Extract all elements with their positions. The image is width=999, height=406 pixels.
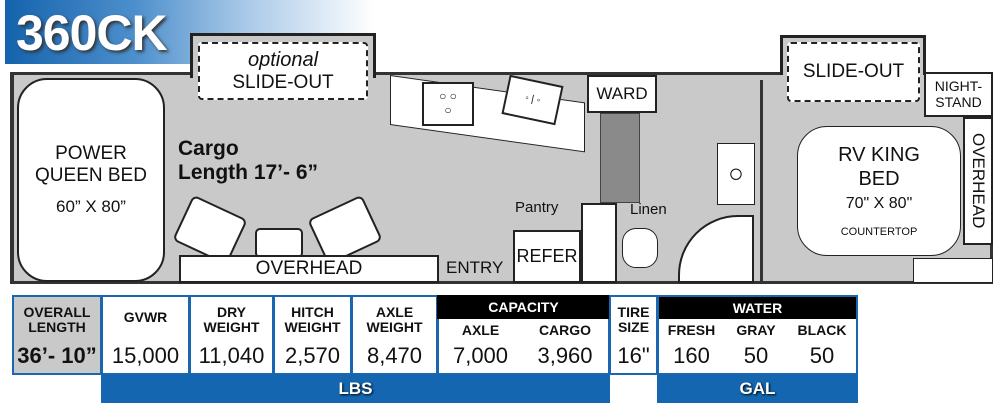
tire-size-cell: TIRE SIZE 16" — [609, 295, 658, 375]
dry-weight-cell: DRY WEIGHT 11,040 — [189, 295, 274, 375]
hitch-weight-value: 2,570 — [284, 343, 341, 368]
capacity-cargo-value: 3,960 — [537, 343, 593, 368]
wardrobe: WARD — [587, 75, 657, 113]
black-label: BLACK — [797, 322, 847, 338]
stove-icon: ○ ○○ — [422, 82, 474, 126]
tire-size-value: 16" — [617, 343, 650, 368]
gvwr-cell: GVWR 15,000 — [101, 295, 190, 375]
bath-sink-icon: ○ — [717, 143, 755, 205]
water-header: WATER — [657, 295, 858, 319]
gvwr-label: GVWR — [123, 309, 168, 326]
lbs-unit-bar: LBS — [101, 375, 610, 403]
black-value: 50 — [809, 343, 835, 368]
countertop — [913, 258, 993, 283]
power-queen-bed: POWER QUEEN BED 60” X 80” — [17, 78, 165, 282]
dry-weight-label: DRY WEIGHT — [203, 304, 260, 335]
gvwr-value: 15,000 — [111, 343, 180, 368]
fresh-label: FRESH — [667, 322, 716, 338]
optional-label: optional — [247, 48, 319, 71]
rv-king-bed: RV KING BED 70" X 80" COUNTERTOP — [797, 126, 961, 256]
overhead-rear-label: OVERHEAD — [968, 133, 988, 229]
fresh-water-cell: FRESH 160 — [657, 319, 725, 375]
capacity-axle-cell: AXLE 7,000 — [437, 319, 523, 375]
capacity-cargo-cell: CARGO 3,960 — [522, 319, 610, 375]
gal-unit-bar: GAL — [657, 375, 858, 403]
refrigerator: REFER — [513, 230, 581, 283]
bedroom-wall — [760, 80, 763, 283]
overall-length-label: OVERALL LENGTH — [23, 304, 91, 335]
overhead-front: OVERHEAD — [179, 255, 439, 283]
fresh-value: 160 — [673, 343, 710, 368]
slide-out-rear: SLIDE-OUT — [787, 42, 920, 102]
capacity-cargo-label: CARGO — [538, 322, 592, 338]
model-title: 360CK — [16, 5, 168, 61]
king-bed-label: RV KING BED — [838, 144, 920, 191]
cargo-length: Cargo Length 17’- 6” — [178, 137, 318, 185]
slide-out-label: SLIDE-OUT — [232, 71, 334, 93]
overhead-rear: OVERHEAD — [963, 117, 993, 245]
capacity-axle-value: 7,000 — [452, 343, 509, 368]
pantry-linen-cabinet — [581, 203, 617, 283]
black-water-cell: BLACK 50 — [788, 319, 858, 375]
axle-weight-cell: AXLE WEIGHT 8,470 — [351, 295, 438, 375]
countertop-label: COUNTERTOP — [840, 225, 918, 238]
queen-bed-size: 60” X 80” — [56, 197, 126, 217]
axle-weight-label: AXLE WEIGHT — [366, 304, 423, 335]
nightstand: NIGHT- STAND — [924, 72, 993, 117]
cargo-length-value: Length 17’- 6” — [178, 161, 319, 185]
capacity-axle-label: AXLE — [461, 322, 500, 338]
cargo-label: Cargo — [178, 137, 239, 160]
entry-label: ENTRY — [446, 258, 504, 277]
closet — [600, 113, 640, 203]
linen-label: Linen — [630, 201, 667, 218]
optional-slide-out: optional SLIDE-OUT — [198, 42, 368, 100]
tire-size-label: TIRE SIZE — [617, 304, 650, 335]
overall-length-value: 36’- 10” — [17, 343, 97, 368]
hitch-weight-cell: HITCH WEIGHT 2,570 — [273, 295, 352, 375]
hitch-weight-label: HITCH WEIGHT — [284, 304, 341, 335]
king-bed-size: 70" X 80" — [845, 195, 913, 213]
toilet-icon — [622, 228, 658, 268]
gray-water-cell: GRAY 50 — [724, 319, 789, 375]
capacity-header: CAPACITY — [437, 295, 610, 319]
pantry-label: Pantry — [515, 199, 559, 216]
gray-label: GRAY — [736, 322, 776, 338]
ottoman — [255, 228, 303, 258]
queen-bed-label: POWER QUEEN BED — [35, 143, 147, 187]
axle-weight-value: 8,470 — [366, 343, 423, 368]
dry-weight-value: 11,040 — [198, 343, 265, 368]
gray-value: 50 — [743, 343, 769, 368]
overall-length-cell: OVERALL LENGTH 36’- 10” — [12, 295, 102, 375]
